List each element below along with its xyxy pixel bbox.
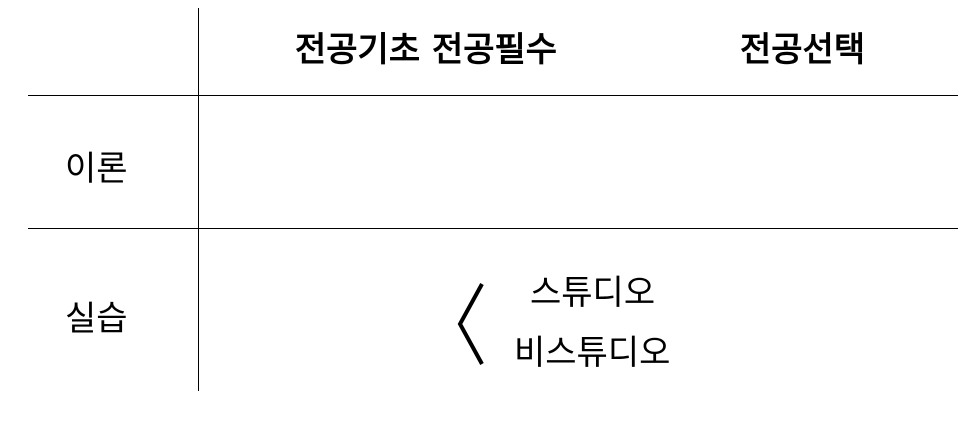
header-row-divider-line — [28, 95, 958, 96]
row-label-theory: 이론 — [65, 149, 128, 189]
column-divider-line — [198, 8, 199, 391]
header-elective: 전공선택 — [740, 30, 866, 70]
row-label-practice: 실습 — [65, 299, 128, 339]
practice-studio-label: 스튜디오 — [530, 273, 656, 313]
theory-row-divider-line — [28, 228, 958, 229]
header-basic-required: 전공기초 전공필수 — [295, 30, 558, 70]
angle-bracket-icon — [457, 283, 484, 365]
practice-non-studio-label: 비스튜디오 — [514, 333, 671, 373]
